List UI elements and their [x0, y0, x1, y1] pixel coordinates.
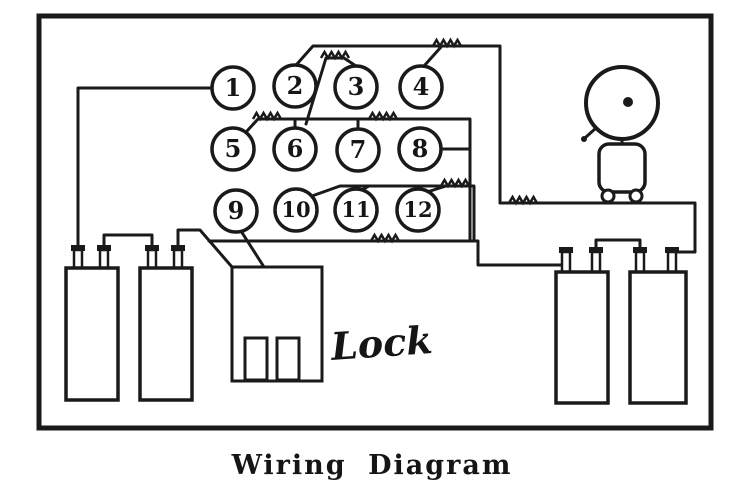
bell-clapper	[584, 126, 598, 139]
wire-terminal4-stub	[422, 45, 443, 68]
lock-contact-left	[243, 336, 269, 382]
wire-terminal1-to-left-battery	[76, 86, 213, 247]
wire-bottom-run	[207, 239, 564, 267]
terminal-10-label: 10	[281, 197, 310, 222]
terminal-8-circle	[397, 126, 443, 172]
lock-contact-right	[275, 336, 301, 382]
terminal-12-circle	[395, 187, 441, 233]
terminal-1-label: 1	[225, 73, 242, 102]
battery-post	[172, 248, 184, 270]
terminal-11-circle	[333, 187, 379, 233]
diagram-border	[36, 13, 714, 431]
terminal-6: 6	[272, 126, 318, 172]
terminal-2: 2	[272, 63, 318, 109]
battery-post	[666, 250, 678, 274]
battery-right-2	[628, 247, 688, 405]
battery-post	[634, 250, 646, 274]
battery-left-1	[64, 245, 120, 402]
terminal-12-label: 12	[403, 197, 432, 222]
wire-terminal9-to-lock	[239, 229, 266, 269]
terminal-6-circle	[272, 126, 318, 172]
terminal-10-circle	[273, 187, 319, 233]
battery-body	[554, 270, 610, 405]
wire-row3-run	[310, 184, 476, 243]
bell-gong-icon	[584, 65, 660, 141]
bell-foot-left	[600, 188, 616, 204]
terminal-9: 9	[213, 188, 259, 234]
terminal-8: 8	[397, 126, 443, 172]
battery-cap	[559, 247, 573, 253]
terminal-2-label: 2	[287, 71, 304, 100]
battery-post	[72, 248, 84, 270]
terminal-7-label: 7	[350, 135, 367, 164]
bell-clapper-tip	[581, 136, 587, 142]
terminal-5-label: 5	[225, 134, 242, 163]
battery-cap	[145, 245, 159, 251]
terminal-4: 4	[398, 64, 444, 110]
bell-base	[597, 142, 647, 194]
battery-cap	[665, 247, 679, 253]
battery-post	[98, 248, 110, 270]
wire-left-battery-to-lock	[176, 228, 234, 269]
bell-foot-right	[628, 188, 644, 204]
battery-cap	[97, 245, 111, 251]
terminal-2-circle	[272, 63, 318, 109]
wire-left-battery-link	[102, 233, 154, 247]
bell-gong-center	[623, 97, 633, 107]
terminal-9-circle	[213, 188, 259, 234]
battery-body	[628, 270, 688, 405]
terminal-3-circle	[333, 64, 379, 110]
wire-top-run-to-bell	[295, 44, 697, 254]
terminal-4-circle	[398, 64, 444, 110]
terminal-1: 1	[210, 65, 256, 111]
terminal-9-label: 9	[228, 196, 245, 225]
caption: Wiring Diagram	[231, 450, 513, 481]
wires	[76, 44, 697, 269]
terminal-6-label: 6	[287, 134, 304, 163]
terminal-1-circle	[210, 65, 256, 111]
coil-symbol-row3	[439, 177, 471, 189]
terminal-11: 11	[333, 187, 379, 233]
battery-cap	[589, 247, 603, 253]
coil-symbol-top	[431, 37, 463, 49]
wire-row2-run	[245, 117, 472, 243]
battery-post	[590, 250, 602, 274]
bell	[581, 65, 660, 204]
coil-symbol-row2-left	[251, 110, 283, 122]
terminal-12: 12	[395, 187, 441, 233]
terminal-3: 3	[333, 64, 379, 110]
terminal-8-label: 8	[412, 134, 429, 163]
terminal-7-circle	[335, 127, 381, 173]
terminal-5-circle	[210, 126, 256, 172]
battery-body	[64, 266, 120, 402]
wire-right-battery-link	[594, 238, 642, 249]
coil-symbols	[251, 37, 539, 244]
battery-cap	[71, 245, 85, 251]
terminal-3-label: 3	[348, 72, 365, 101]
terminal-11-label: 11	[341, 197, 370, 222]
coil-symbol-row2-right	[367, 110, 399, 122]
lock-label: Lock	[328, 317, 433, 369]
battery-post	[146, 248, 158, 270]
terminal-7: 7	[335, 127, 381, 173]
coil-symbol-bottom	[369, 232, 401, 244]
coil-symbol-bell-lead	[507, 194, 539, 206]
terminal-5: 5	[210, 126, 256, 172]
battery-right-1	[554, 247, 610, 405]
battery-cap	[171, 245, 185, 251]
terminal-10: 10	[273, 187, 319, 233]
lock-switch	[230, 265, 324, 383]
battery-post	[560, 250, 572, 274]
coil-symbol-upper-mid	[319, 49, 351, 61]
battery-cap	[633, 247, 647, 253]
battery-left-2	[138, 245, 194, 402]
terminal-4-label: 4	[413, 72, 430, 101]
battery-body	[138, 266, 194, 402]
